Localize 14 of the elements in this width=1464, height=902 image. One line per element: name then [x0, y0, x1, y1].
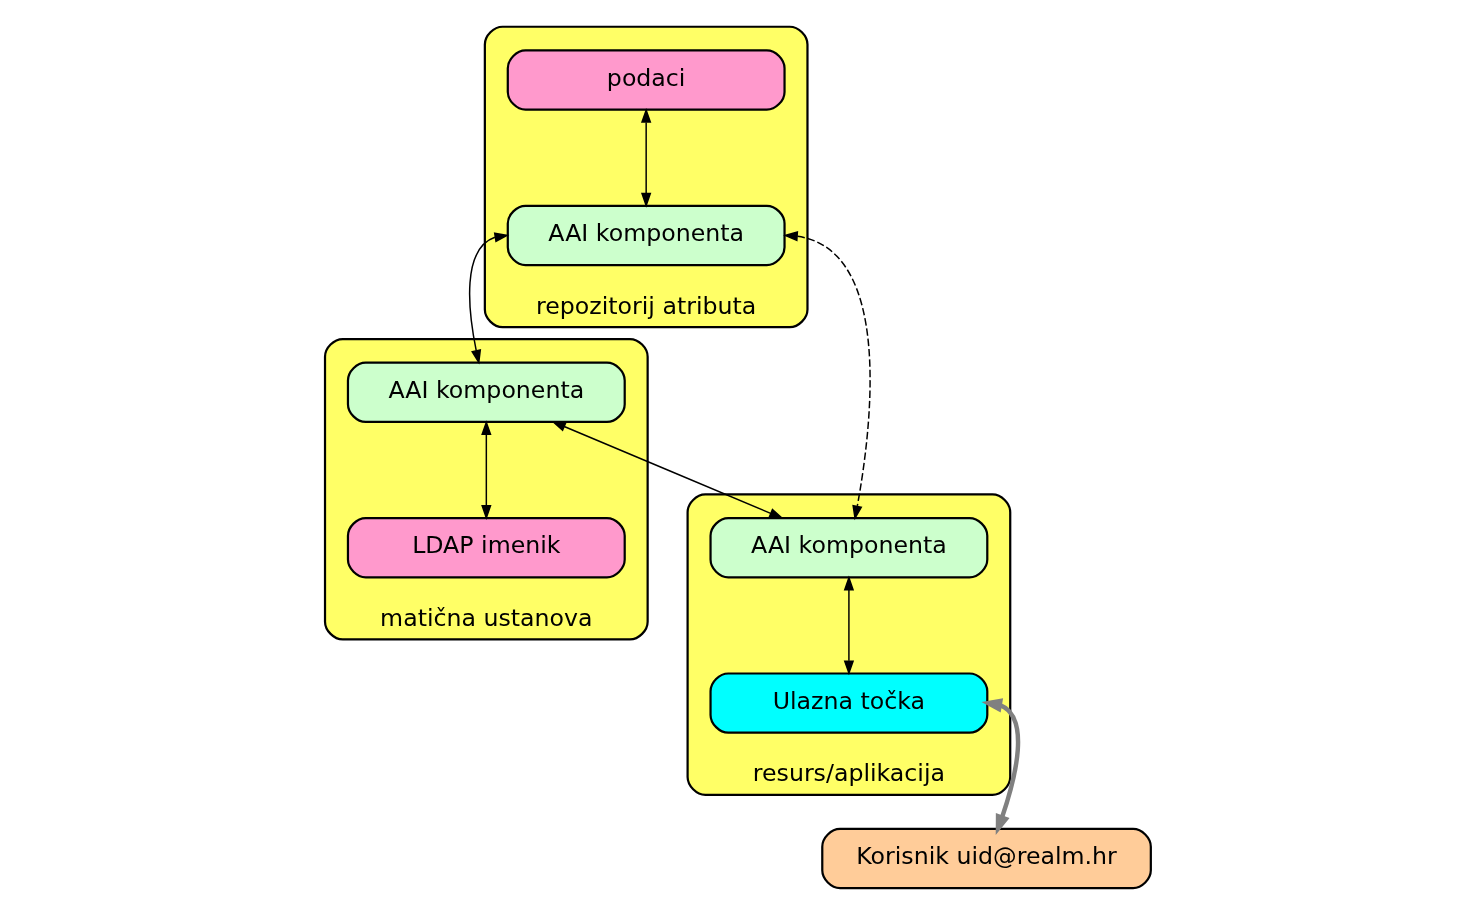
- node-box: podaci: [506, 48, 786, 111]
- node-box: Korisnik uid@realm.hr: [821, 827, 1152, 889]
- arrow: [551, 420, 784, 519]
- node-box: AAI komponenta: [506, 204, 786, 266]
- node-box: Ulazna točka: [709, 671, 989, 734]
- arrow: [783, 230, 871, 520]
- node-box: LDAP imenik: [346, 516, 626, 578]
- arrow: [843, 575, 855, 675]
- arrow: [981, 697, 1021, 835]
- arrow: [468, 231, 510, 364]
- node-box: AAI komponenta: [709, 516, 989, 578]
- node-box: AAI komponenta: [346, 361, 626, 423]
- arrow: [640, 107, 652, 208]
- arrow: [481, 419, 492, 520]
